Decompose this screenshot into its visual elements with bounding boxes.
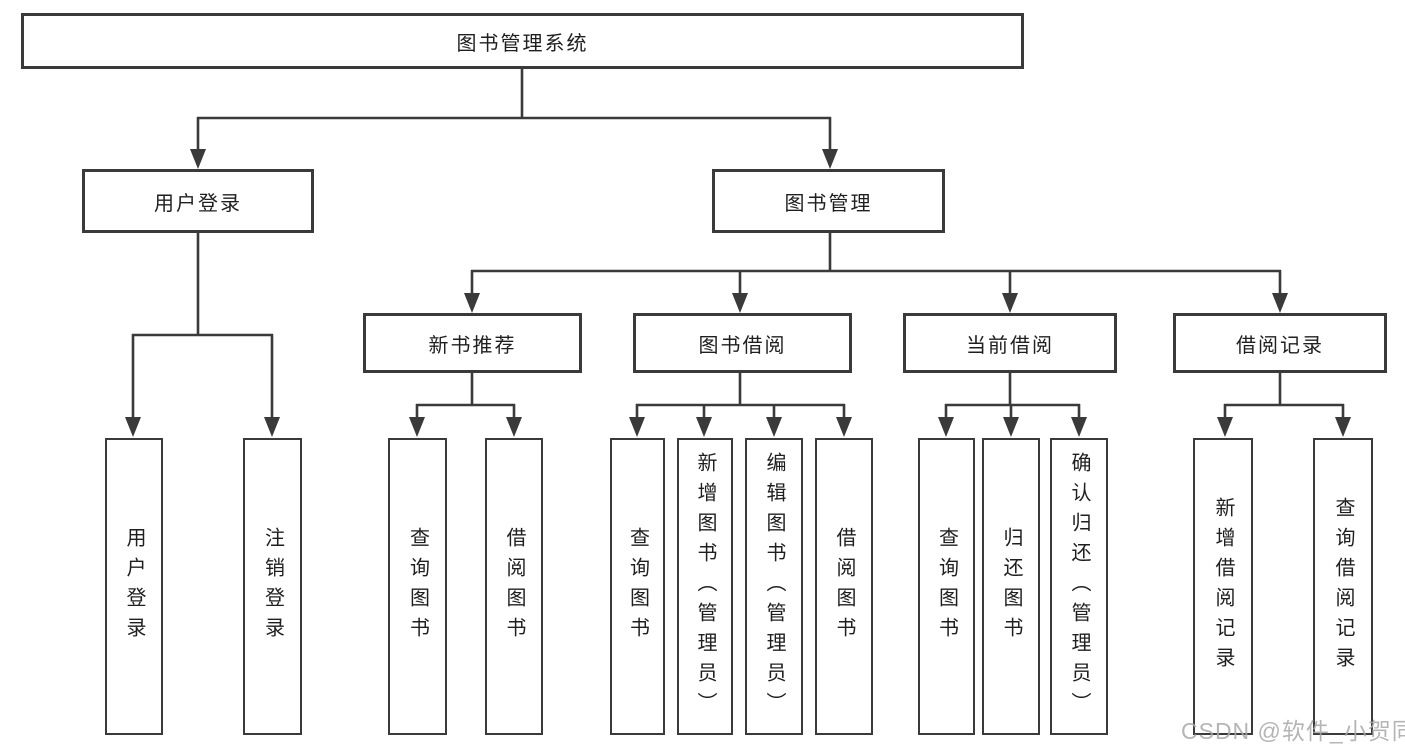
- leaf-user-login: 用户登录: [105, 438, 163, 735]
- leaf-current-confirm-return-admin: 确认归还（管理员）: [1050, 438, 1108, 735]
- csdn-watermark: CSDN @软件_小贺同学: [1181, 718, 1405, 744]
- leaf-current-return-books: 归还图书: [982, 438, 1040, 735]
- leaf-logout: 注销登录: [243, 438, 302, 735]
- node-book-borrow: 图书借阅: [633, 313, 852, 373]
- node-new-book-recommend: 新书推荐: [363, 313, 582, 373]
- node-user-login: 用户登录: [82, 169, 314, 233]
- leaf-records-query: 查询借阅记录: [1313, 438, 1373, 735]
- leaf-current-query-books: 查询图书: [918, 438, 975, 735]
- leaf-borrow-add-books-admin: 新增图书（管理员）: [677, 438, 733, 735]
- leaf-borrow-edit-books-admin: 编辑图书（管理员）: [745, 438, 803, 735]
- leaf-records-add: 新增借阅记录: [1193, 438, 1253, 735]
- node-current-borrow: 当前借阅: [903, 313, 1117, 373]
- leaf-borrow-borrow-books: 借阅图书: [815, 438, 873, 735]
- leaf-borrow-query-books: 查询图书: [610, 438, 665, 735]
- leaf-newbook-query-books: 查询图书: [388, 438, 447, 735]
- node-borrow-records: 借阅记录: [1173, 313, 1387, 373]
- leaf-newbook-borrow-books: 借阅图书: [485, 438, 543, 735]
- node-root-system: 图书管理系统: [21, 13, 1024, 69]
- node-book-management: 图书管理: [712, 169, 945, 233]
